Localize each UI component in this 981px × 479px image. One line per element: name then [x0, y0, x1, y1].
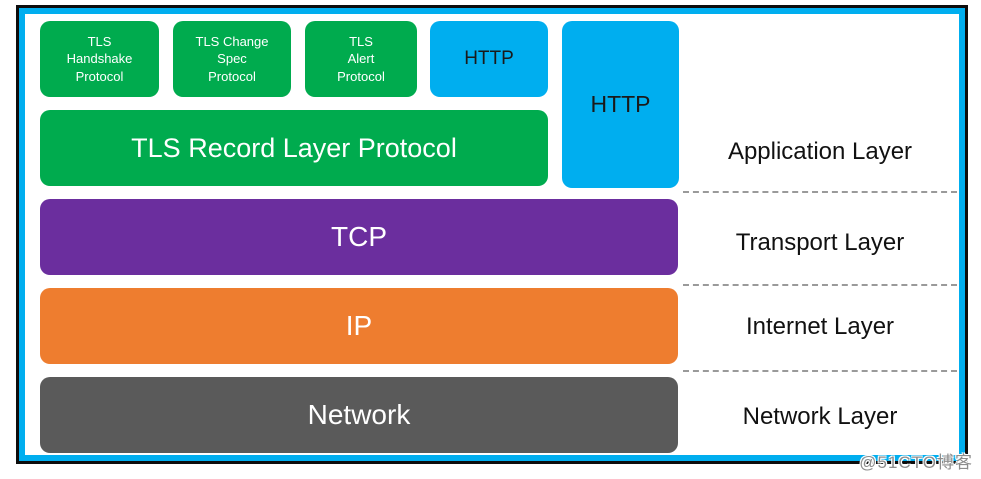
application-layer-label: Application Layer	[727, 138, 913, 165]
51cto-watermark: @51CTO博客	[859, 453, 973, 472]
tls-record-layer-protocol-box: TLS Record Layer Protocol	[40, 110, 548, 186]
network-box: Network	[40, 377, 678, 453]
http-direct-box: HTTP	[562, 21, 679, 188]
http-over-tls-box: HTTP	[430, 21, 548, 97]
application-transport-divider	[683, 191, 957, 193]
ip-box: IP	[40, 288, 678, 364]
tls-handshake-protocol-box: TLS Handshake Protocol	[40, 21, 159, 97]
internet-layer-label: Internet Layer	[745, 313, 895, 340]
tcp-box: TCP	[40, 199, 678, 275]
transport-internet-divider	[683, 284, 957, 286]
transport-layer-label: Transport Layer	[735, 229, 905, 256]
diagram-border-frame	[16, 5, 968, 464]
network-layer-label: Network Layer	[742, 403, 898, 430]
tls-alert-protocol-box: TLS Alert Protocol	[305, 21, 417, 97]
internet-network-divider	[683, 370, 957, 372]
tls-change-spec-protocol-box: TLS Change Spec Protocol	[173, 21, 291, 97]
